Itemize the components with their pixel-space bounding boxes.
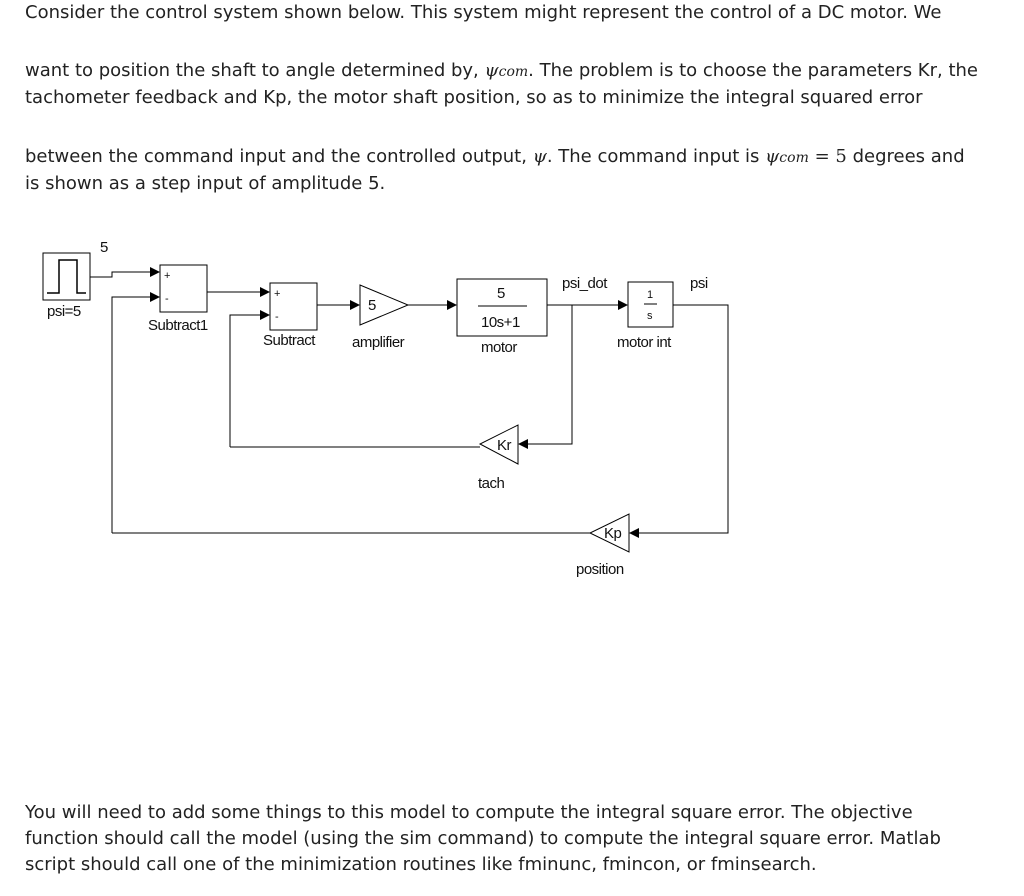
motor-denominator: 10s+1 xyxy=(481,314,520,331)
tach-gain-value: Kr xyxy=(497,437,512,454)
integrator-numerator: 1 xyxy=(647,289,653,301)
problem-line-4-middle: . The command input is xyxy=(546,146,760,167)
tach-label: tach xyxy=(478,475,505,492)
step-value-label: 5 xyxy=(100,239,108,256)
equals-symbol: = xyxy=(814,146,830,167)
subtract-block[interactable] xyxy=(269,282,318,331)
position-gain-value: Kp xyxy=(604,525,622,542)
motor-numerator: 5 xyxy=(497,285,505,302)
problem-line-4-start: between the command input and the contro… xyxy=(25,146,527,167)
problem-line-2: want to position the shaft to angle dete… xyxy=(25,58,978,85)
instruction-line-2: function should call the model (using th… xyxy=(25,828,941,849)
psi-com-symbol-1: ψcom xyxy=(484,60,529,81)
subtract1-label: Subtract1 xyxy=(148,317,208,334)
subtract1-block[interactable] xyxy=(159,264,208,313)
amplifier-gain-value: 5 xyxy=(368,297,376,314)
signal-wires xyxy=(90,267,729,538)
problem-line-1: Consider the control system shown below.… xyxy=(25,2,942,23)
amplifier-label: amplifier xyxy=(352,334,405,351)
subtract1-minus-sign: - xyxy=(165,293,169,305)
position-label: position xyxy=(576,561,624,578)
subtract-plus-sign: + xyxy=(274,288,280,300)
problem-line-2-end: . The problem is to choose the parameter… xyxy=(528,60,978,81)
psi-signal-label: psi xyxy=(690,275,708,292)
psi-com-symbol-2: ψcom xyxy=(765,146,809,167)
problem-line-4-end: degrees and xyxy=(852,146,965,167)
problem-line-3: tachometer feedback and Kp, the motor sh… xyxy=(25,87,923,108)
problem-line-5: is shown as a step input of amplitude 5. xyxy=(25,173,386,194)
step-source-label: psi=5 xyxy=(47,303,81,320)
instruction-line-1: You will need to add some things to this… xyxy=(25,802,913,823)
instruction-line-3: script should call one of the minimizati… xyxy=(25,854,817,875)
psi-dot-signal-label: psi_dot xyxy=(562,275,608,292)
motor-int-label: motor int xyxy=(617,334,672,351)
motor-transfer-block[interactable] xyxy=(456,278,548,337)
subtract1-plus-sign: + xyxy=(164,270,170,282)
subtract-label: Subtract xyxy=(263,332,316,349)
motor-label: motor xyxy=(481,339,517,356)
step-source-block[interactable] xyxy=(42,252,91,301)
integrator-denominator: s xyxy=(647,310,653,322)
subtract-minus-sign: - xyxy=(275,311,279,323)
five-value: 5 xyxy=(835,146,847,167)
psi-symbol: ψ xyxy=(532,146,547,167)
problem-line-2-start: want to position the shaft to angle dete… xyxy=(25,60,479,81)
amplifier-gain-block[interactable] xyxy=(359,284,410,326)
problem-line-4: between the command input and the contro… xyxy=(25,144,965,171)
